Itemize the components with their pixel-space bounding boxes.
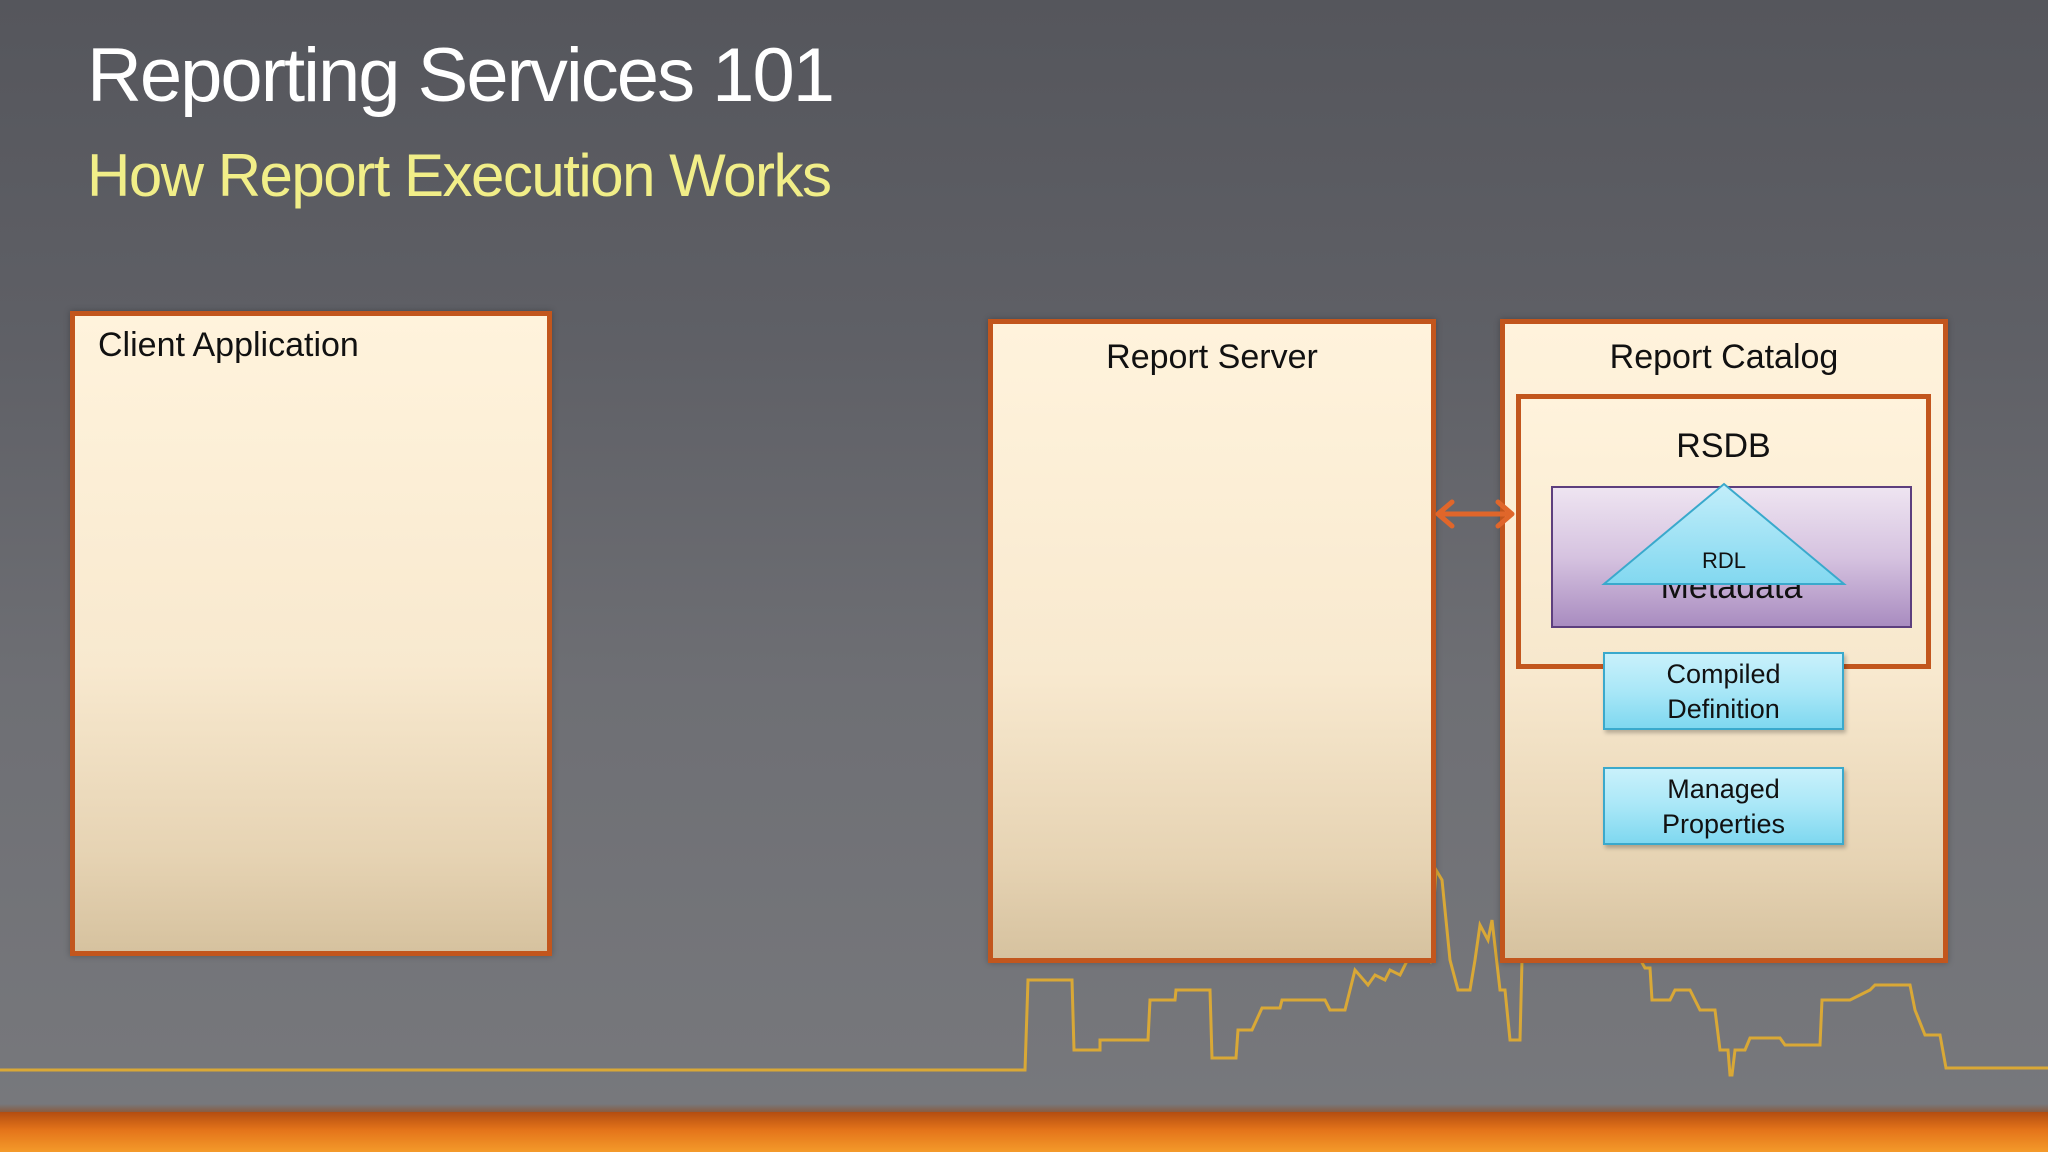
compiled-definition-box: Compiled Definition	[1603, 652, 1844, 730]
slide-subtitle: How Report Execution Works	[87, 142, 832, 209]
report-catalog-label: Report Catalog	[1609, 338, 1839, 376]
managed-properties-line1: Managed	[1667, 774, 1780, 804]
managed-properties-line2: Properties	[1661, 809, 1786, 839]
rdl-triangle-icon	[1601, 482, 1847, 585]
bottom-orange-band	[0, 1112, 2048, 1152]
slide-title: Reporting Services 101	[87, 33, 835, 118]
bottom-band-shadow	[0, 1104, 2048, 1114]
report-server-box: Report Server	[988, 319, 1436, 963]
compiled-definition-line1: Compiled	[1666, 659, 1781, 689]
rdl-label: RDL	[1701, 548, 1746, 573]
compiled-definition-line2: Definition	[1667, 694, 1780, 724]
report-server-label: Report Server	[1106, 338, 1318, 376]
managed-properties-box: Managed Properties	[1603, 767, 1844, 845]
client-application-box: Client Application	[70, 311, 552, 956]
rsdb-label: RSDB	[1676, 427, 1771, 465]
client-application-label: Client Application	[98, 326, 359, 364]
double-arrow-icon	[1435, 499, 1515, 529]
